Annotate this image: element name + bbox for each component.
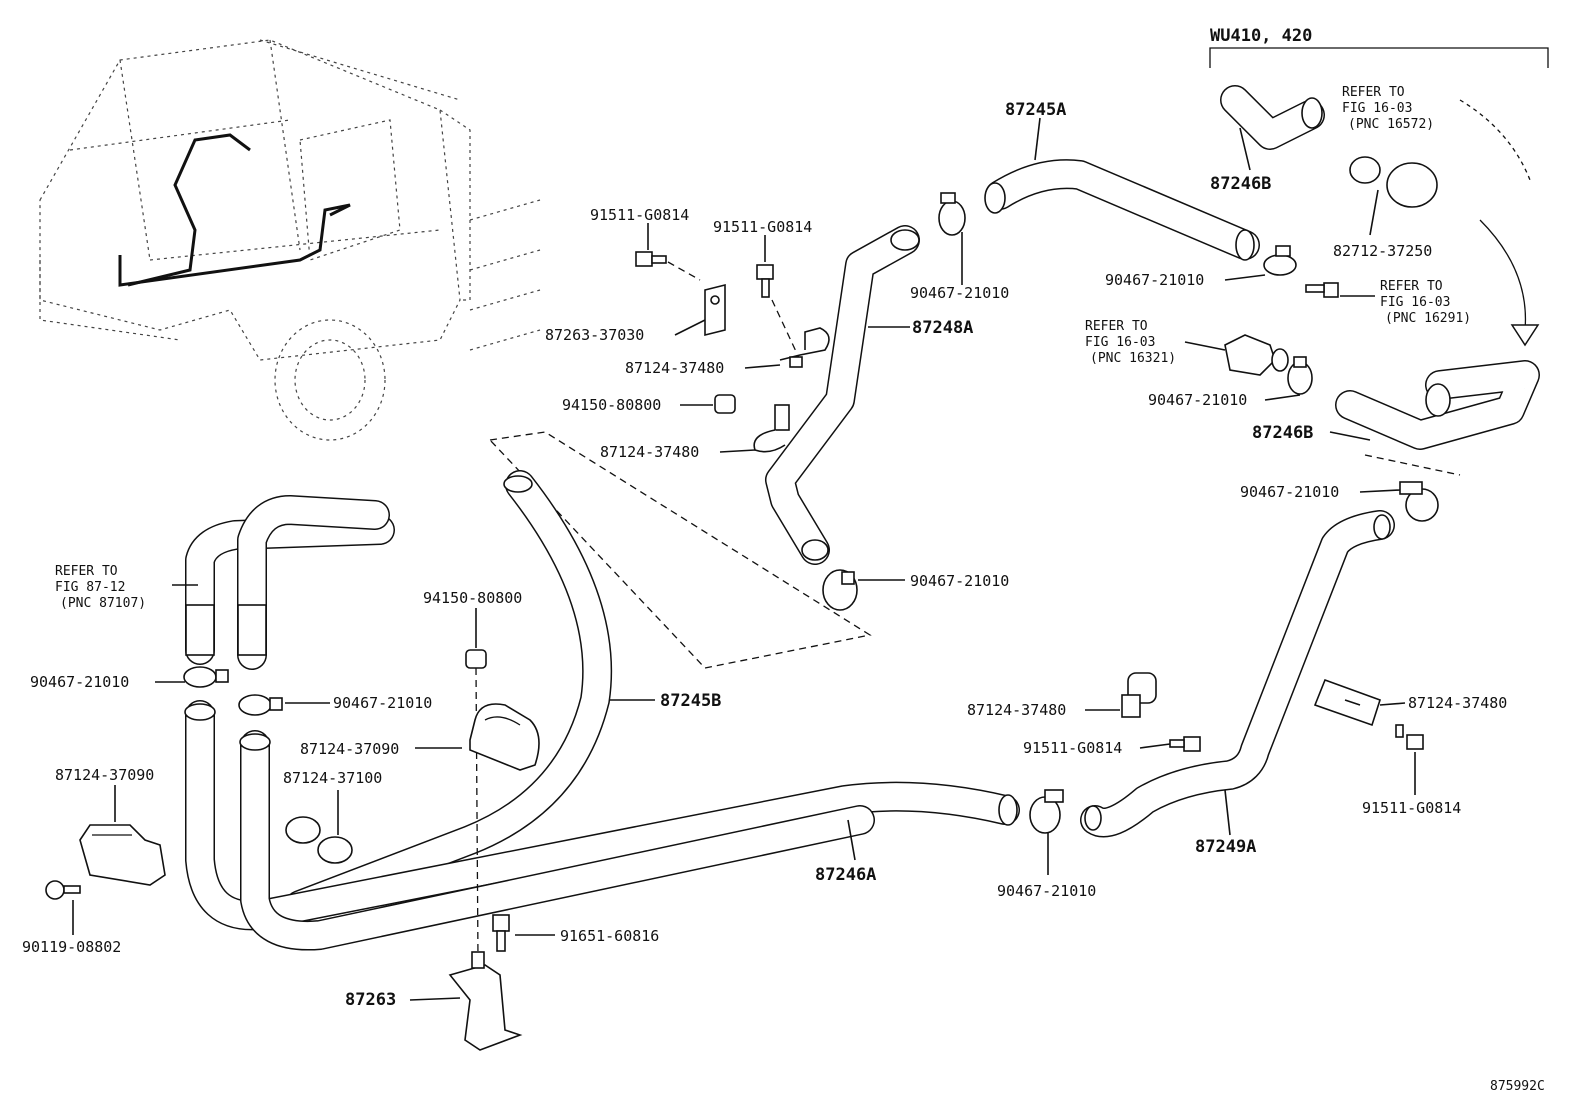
note-line: (PNC 16572) [1348, 117, 1434, 132]
label-90467-d: 90467-21010 [1240, 483, 1339, 501]
label-90467-e: 90467-21010 [910, 572, 1009, 590]
label-94150-b: 94150-80800 [423, 589, 522, 607]
hose-87248A [765, 225, 920, 565]
label-87124-37480-d: 87124-37480 [1408, 694, 1507, 712]
nut-icon [465, 649, 487, 669]
hose-87246B-right [1335, 360, 1540, 450]
label-87124-37480-b: 87124-37480 [600, 443, 699, 461]
clamp-icon [1399, 481, 1439, 522]
label-87245B: 87245B [660, 691, 721, 711]
bracket-icon [704, 283, 726, 337]
note-line: (PNC 16291) [1385, 311, 1471, 326]
clamp-icon [1349, 156, 1438, 208]
clip-icon [79, 824, 166, 886]
label-87124-37090-b: 87124-37090 [55, 766, 154, 784]
bolt-icon [1305, 282, 1339, 298]
label-87248A: 87248A [912, 318, 973, 338]
label-94150-a: 94150-80800 [562, 396, 661, 414]
label-87124-37480-c: 87124-37480 [967, 701, 1066, 719]
note-line: REFER TO [1342, 85, 1405, 100]
hose-87245B [285, 470, 613, 920]
clip-icon [1121, 672, 1157, 718]
screw-icon [45, 880, 81, 900]
dashed-connector [1364, 454, 1461, 476]
label-87124-37090-a: 87124-37090 [300, 740, 399, 758]
note-line: FIG 16-03 [1085, 335, 1155, 350]
note-fig16-03-pnc16291: REFER TO FIG 16-03 (PNC 16291) [1380, 279, 1471, 326]
label-87249A: 87249A [1195, 837, 1256, 857]
label-87246A: 87246A [815, 865, 876, 885]
hose-87246A [184, 700, 1020, 951]
label-90467-h: 90467-21010 [997, 882, 1096, 900]
dashed-region [488, 431, 872, 669]
note-fig87-12: REFER TO FIG 87-12 (PNC 87107) [55, 564, 146, 611]
label-87246B-right: 87246B [1252, 423, 1313, 443]
clamp-icon [1029, 789, 1064, 834]
label-87124-37100: 87124-37100 [283, 769, 382, 787]
label-87263: 87263 [345, 990, 396, 1010]
clip-icon [753, 404, 790, 453]
note-fig16-03-pnc16572: REFER TO FIG 16-03 (PNC 16572) [1342, 85, 1434, 132]
label-87263-37030: 87263-37030 [545, 326, 644, 344]
heater-pipes [185, 495, 395, 670]
label-87124-37480-a: 87124-37480 [625, 359, 724, 377]
hose-87249A [1080, 510, 1395, 838]
bolt-icon [756, 264, 774, 298]
truck-cab-illustration [39, 39, 541, 441]
label-90119: 90119-08802 [22, 938, 121, 956]
bracket-icon [448, 951, 523, 1051]
hose-87246B-top [1220, 85, 1325, 150]
note-fig16-03-pnc16321: REFER TO FIG 16-03 (PNC 16321) [1085, 319, 1176, 366]
variant-note: WU410, 420 [1210, 26, 1312, 46]
clamp-icon [938, 192, 966, 236]
label-90467-c: 90467-21010 [1148, 391, 1247, 409]
note-line: FIG 16-03 [1342, 101, 1412, 116]
water-outlet-icon [1224, 334, 1289, 376]
clamp-icon [238, 694, 283, 716]
figure-code: 875992C [1490, 1079, 1545, 1094]
note-line: FIG 16-03 [1380, 295, 1450, 310]
note-line: FIG 87-12 [55, 580, 125, 595]
label-87246B-top: 87246B [1210, 174, 1271, 194]
label-91511-b: 91511-G0814 [713, 218, 812, 236]
note-line: REFER TO [1380, 279, 1443, 294]
clip-icon [1313, 678, 1381, 727]
clamp-icon [1263, 245, 1297, 276]
clamp-icon [1287, 356, 1313, 395]
label-91511-d: 91511-G0814 [1362, 799, 1461, 817]
nut-icon [714, 394, 736, 414]
note-line: REFER TO [55, 564, 118, 579]
clip-icon [779, 327, 830, 368]
label-87245A: 87245A [1005, 100, 1066, 120]
clip-icon [469, 703, 540, 771]
bolt-icon [1169, 736, 1201, 752]
bolt-icon [492, 914, 510, 952]
label-90467-a: 90467-21010 [910, 284, 1009, 302]
label-90467-g: 90467-21010 [333, 694, 432, 712]
variant-bracket: WU410, 420 [1209, 26, 1549, 347]
note-line: (PNC 87107) [60, 596, 146, 611]
label-91511-c: 91511-G0814 [1023, 739, 1122, 757]
clamp-icon [183, 666, 229, 688]
bolt-icon [1395, 724, 1424, 750]
hose-87245A [984, 159, 1260, 261]
bolt-icon [635, 251, 667, 267]
clamp-icon [822, 569, 858, 611]
note-line: REFER TO [1085, 319, 1148, 334]
label-82712: 82712-37250 [1333, 242, 1432, 260]
label-90467-b: 90467-21010 [1105, 271, 1204, 289]
note-line: (PNC 16321) [1090, 351, 1176, 366]
clip-icon [285, 816, 353, 864]
label-90467-f: 90467-21010 [30, 673, 129, 691]
label-91511-a: 91511-G0814 [590, 206, 689, 224]
label-91651: 91651-60816 [560, 927, 659, 945]
